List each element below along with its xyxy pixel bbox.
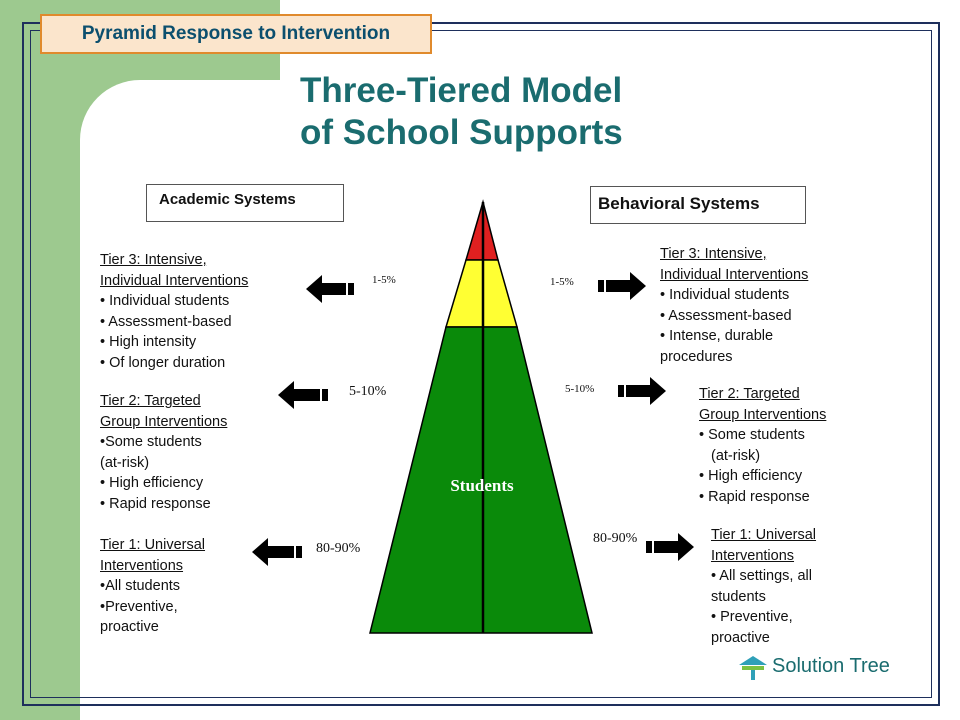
academic-tier3-block: Tier 3: Intensive, Individual Interventi… [100, 250, 248, 373]
list-item: • Some students [699, 427, 805, 443]
list-item: procedures [660, 348, 733, 365]
list-item: proactive [100, 619, 159, 635]
academic-tier3-heading-2: Individual Interventions [100, 272, 249, 289]
behavioral-tier3-block: Tier 3: Intensive, Individual Interventi… [660, 244, 808, 367]
left-arrow-icon [252, 538, 302, 566]
solution-tree-logo: Solution Tree [738, 653, 918, 683]
list-item: • Intense, durable [660, 328, 774, 344]
pyramid-tier1-green [369, 326, 593, 634]
left-arrow-icon [306, 275, 354, 303]
logo-text: Solution Tree [772, 655, 890, 677]
academic-tier1-heading-1: Tier 1: Universal [100, 537, 206, 553]
academic-systems-box: Academic Systems [146, 184, 344, 222]
slide-title: Three-Tiered Model of School Supports [300, 70, 670, 154]
pyramid-tier2-yellow [444, 259, 518, 328]
academic-tier3-percent: 1-5% [372, 274, 396, 286]
behavioral-tier3-heading-1: Tier 3: Intensive, [660, 246, 767, 262]
right-arrow-icon [598, 272, 646, 300]
list-item: proactive [711, 629, 770, 646]
behavioral-tier1-heading-2: Interventions [711, 547, 795, 564]
list-item: • Rapid response [699, 488, 810, 505]
pyramid-base-label: Students [450, 476, 514, 495]
right-arrow-icon [618, 377, 666, 405]
list-item: •All students [100, 578, 181, 594]
inner-frame [30, 30, 932, 698]
list-item: • Individual students [660, 287, 790, 303]
behavioral-tier2-heading-1: Tier 2: Targeted [699, 386, 800, 402]
tier-pyramid: Students [369, 199, 593, 634]
behavioral-systems-box: Behavioral Systems [590, 186, 806, 224]
list-item: (at-risk) [100, 454, 150, 471]
list-item: • Of longer duration [100, 354, 226, 371]
behavioral-tier1-percent: 80-90% [593, 531, 638, 546]
academic-tier1-block: Tier 1: Universal Interventions •All stu… [100, 535, 205, 638]
list-item: • High efficiency [100, 475, 204, 491]
list-item: (at-risk) [711, 447, 761, 464]
list-item: • Assessment-based [100, 313, 232, 330]
list-item: •Some students [100, 434, 202, 450]
list-item: • Preventive, [711, 609, 793, 625]
list-item: • Rapid response [100, 495, 211, 512]
right-arrow-icon [646, 533, 694, 561]
header-tab-title: Pyramid Response to Intervention [81, 23, 391, 44]
academic-tier2-percent: 5-10% [349, 384, 387, 399]
behavioral-tier1-block: Tier 1: Universal Interventions • All se… [711, 525, 816, 648]
behavioral-tier1-heading-1: Tier 1: Universal [711, 527, 817, 543]
list-item: students [711, 588, 766, 605]
list-item: • Individual students [100, 293, 230, 309]
academic-tier1-heading-2: Interventions [100, 557, 184, 574]
behavioral-tier3-percent: 1-5% [550, 276, 574, 288]
title-line-2: of School Supports [300, 113, 623, 152]
behavioral-tier3-heading-2: Individual Interventions [660, 266, 809, 283]
list-item: • High efficiency [699, 468, 803, 484]
behavioral-tier2-block: Tier 2: Targeted Group Interventions • S… [699, 384, 826, 507]
list-item: • Assessment-based [660, 307, 792, 324]
left-arrow-icon [278, 381, 328, 409]
academic-tier2-heading-1: Tier 2: Targeted [100, 393, 201, 409]
behavioral-tier2-percent: 5-10% [565, 383, 595, 395]
list-item: • High intensity [100, 334, 197, 350]
behavioral-tier2-heading-2: Group Interventions [699, 406, 827, 423]
header-tab: Pyramid Response to Intervention [40, 14, 432, 54]
title-line-1: Three-Tiered Model [300, 71, 623, 110]
academic-tier2-block: Tier 2: Targeted Group Interventions •So… [100, 391, 227, 514]
list-item: • All settings, all [711, 568, 812, 584]
solution-tree-logo-icon [739, 656, 767, 680]
academic-tier3-heading-1: Tier 3: Intensive, [100, 252, 207, 268]
outer-frame [22, 22, 940, 706]
list-item: •Preventive, [100, 598, 178, 615]
academic-tier2-heading-2: Group Interventions [100, 413, 228, 430]
academic-tier1-percent: 80-90% [316, 541, 361, 556]
